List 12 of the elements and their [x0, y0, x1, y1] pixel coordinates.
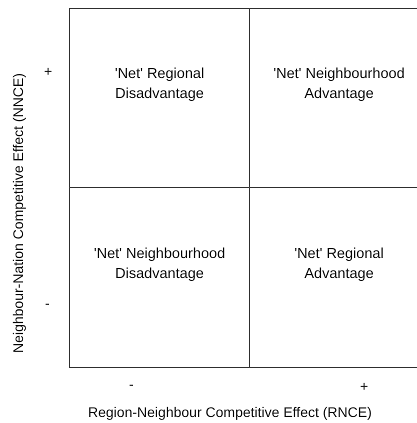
axis-sign: + — [360, 378, 368, 394]
axis-title: Neighbour-Nation Competitive Effect (NNCE) — [10, 72, 26, 355]
quadrant-label: 'Net' Regional Advantage — [293, 244, 385, 284]
quadrant-label: 'Net' Neighbourhood Disadvantage — [92, 244, 226, 284]
quadrant-cell — [69, 187, 250, 368]
quadrant-label: 'Net' Regional Disadvantage — [114, 65, 206, 104]
axis-title: Region-Neighbour Competitive Effect (RNCE) — [88, 404, 372, 420]
axis-sign: + — [44, 63, 52, 79]
axis-sign: - — [129, 376, 134, 392]
quadrant-label: 'Net' Neighbourhood Advantage — [272, 65, 406, 104]
axis-sign: - — [45, 295, 50, 311]
quadrant-cell — [69, 8, 250, 188]
